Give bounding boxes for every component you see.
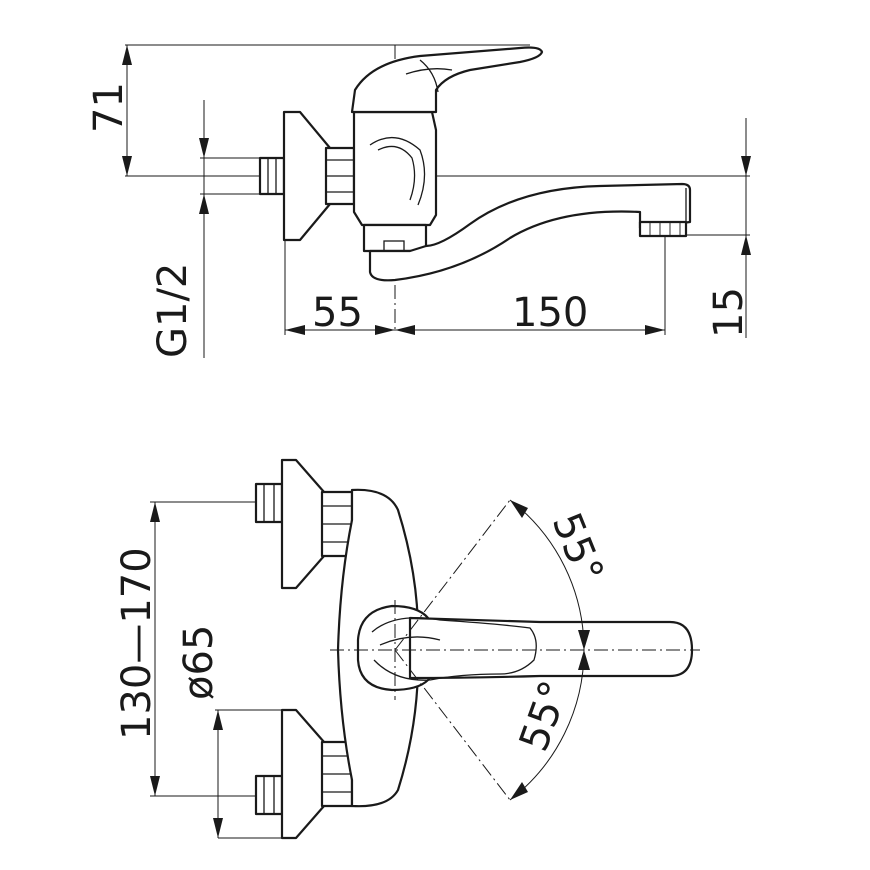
top-view: 55° 55° 130—170 ø65 [114,458,700,840]
swing-line-upper [394,499,511,651]
dim-label-15: 15 [706,287,752,338]
inlet-nipple [258,156,286,196]
dim-label-71: 71 [86,82,132,133]
swing-line-lower [394,649,511,801]
rosette-side [282,110,332,242]
body-curve-detail [369,137,426,206]
dim-label-center-distance: 130—170 [114,547,160,740]
aerator [638,220,688,238]
dim-label-150: 150 [512,290,588,336]
lower-inlet-nipple [254,774,284,816]
dim-label-thread: G1/2 [150,263,196,358]
angle-label-upper: 55° [543,507,612,590]
side-view: 71 G1/2 55 150 15 [86,44,752,358]
dim-label-rosette: ø65 [176,625,222,700]
upper-rosette [280,458,326,590]
lower-rosette [280,708,326,840]
mixer-body-side [352,110,438,227]
spout-collar [362,223,428,253]
lever-handle-top [408,616,694,680]
dim-label-55: 55 [312,290,363,336]
angle-label-lower: 55° [511,675,578,757]
spout-side [368,182,692,282]
lever-handle-side [350,46,544,114]
upper-inlet-nipple [254,482,284,524]
angle-arc-upper [509,499,585,651]
angle-arc-lower [509,649,585,801]
